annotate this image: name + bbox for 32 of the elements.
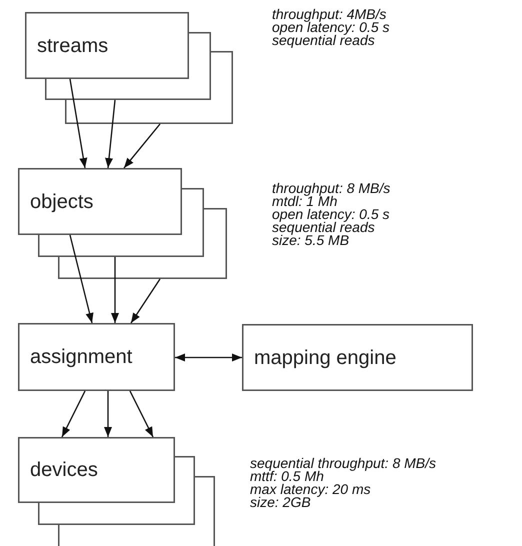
annotation-text: size: 5.5 MB: [272, 234, 350, 248]
arrow: [105, 100, 116, 168]
box-label: mapping engine: [254, 346, 396, 368]
annotation-text: sequential reads: [272, 34, 375, 48]
arrow: [124, 124, 160, 168]
annotation-text: throughput: 8 MB/s: [272, 182, 390, 196]
arrow: [69, 78, 88, 168]
annotation-text: sequential reads: [272, 221, 375, 234]
annotation-text: sequential throughput: 8 MB/s: [250, 457, 436, 470]
annotation-text: open latency: 0.5 s: [272, 21, 390, 34]
process-box: [18, 323, 175, 391]
arrow: [129, 390, 154, 438]
box-label: devices: [30, 459, 98, 481]
process-box: [242, 324, 473, 391]
arrow: [69, 234, 94, 324]
box-label: streams: [37, 34, 108, 56]
arrow: [111, 257, 119, 323]
arrow: [61, 390, 86, 438]
annotation-text: throughput: 4MB/s: [272, 8, 386, 22]
box-label: objects: [30, 190, 94, 212]
arrow: [130, 278, 161, 324]
arrow: [104, 391, 112, 437]
annotation-text: mttf: 0.5 Mh: [250, 470, 324, 484]
annotation-text: size: 2GB: [250, 496, 311, 510]
stacked-boxes: [25, 12, 233, 124]
annotation-text: max latency: 20 ms: [250, 483, 371, 496]
arrow: [175, 354, 242, 362]
stacked-boxes: [18, 168, 227, 279]
box-label: assignment: [30, 346, 132, 368]
annotation-text: mtdl: 1 Mh: [272, 195, 338, 208]
stacked-boxes: [18, 437, 215, 546]
annotation-text: open latency: 0.5 s: [272, 208, 390, 222]
